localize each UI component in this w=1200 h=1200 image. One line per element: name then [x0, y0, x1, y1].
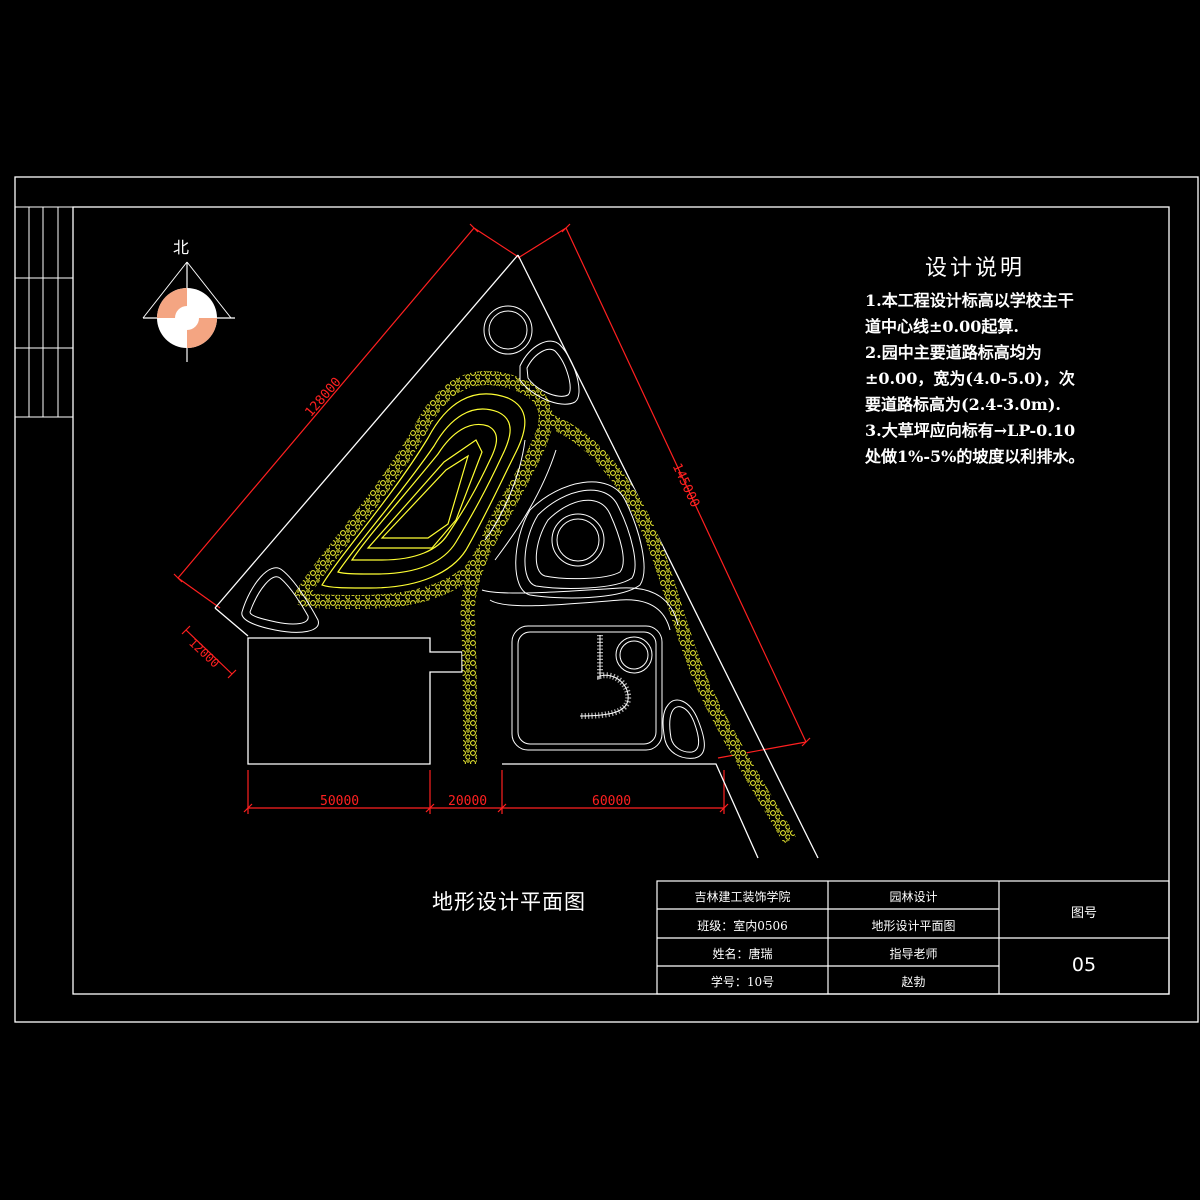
tb-course: 园林设计	[889, 890, 938, 904]
inner-frame	[72, 206, 1170, 995]
site-boundary	[214, 254, 819, 859]
tb-class: 班级：室内0506	[697, 919, 788, 933]
cobble-path-vertical	[460, 417, 555, 765]
cobble-path-right	[545, 413, 797, 844]
outer-frame	[14, 176, 1199, 1023]
dimension-lines	[173, 223, 811, 814]
tb-advisor-name: 赵勃	[901, 975, 926, 989]
mound-contours	[321, 393, 526, 589]
north-compass	[142, 261, 235, 362]
plaza	[511, 625, 663, 751]
title-block-grid	[656, 880, 1170, 995]
right-mound	[515, 481, 645, 599]
notes-title: 设计说明	[925, 256, 1026, 281]
north-label: 北	[173, 238, 190, 257]
road-edge	[502, 763, 759, 859]
design-notes: 设计说明 1.本工程设计标高以学校主干 道中心线±0.00起算. 2.园中主要道…	[865, 250, 1084, 470]
tb-drawing-no: 05	[1071, 954, 1097, 976]
notes-line: 道中心线±0.00起算.	[865, 317, 1019, 336]
tb-drawing-no-label: 图号	[1070, 906, 1097, 921]
island-shapes	[241, 305, 705, 759]
path-edges	[481, 439, 679, 631]
dim-50000: 50000	[320, 794, 360, 809]
notes-line: 3.大草坪应向标有→LP-0.10	[865, 421, 1076, 440]
tb-drawing-name: 地形设计平面图	[871, 919, 956, 933]
tb-student-number: 学号：10号	[710, 975, 775, 989]
tb-school: 吉林建工装饰学院	[694, 890, 791, 904]
notes-line: 2.园中主要道路标高均为	[865, 343, 1042, 362]
building-block	[247, 637, 463, 765]
notes-line: 要道路标高为(2.4-3.0m).	[865, 395, 1061, 414]
notes-line: 处做1%-5%的坡度以利排水。	[865, 447, 1085, 466]
dim-60000: 60000	[592, 794, 632, 809]
dim-20000: 20000	[448, 794, 488, 809]
left-margin-grid	[14, 206, 74, 418]
tb-advisor-label: 指导老师	[889, 947, 938, 961]
notes-line: ±0.00，宽为(4.0-5.0)，次	[865, 369, 1075, 388]
plan-title: 地形设计平面图	[432, 890, 586, 914]
notes-line: 1.本工程设计标高以学校主干	[865, 291, 1074, 310]
tb-student-name: 姓名：唐瑞	[712, 947, 773, 961]
